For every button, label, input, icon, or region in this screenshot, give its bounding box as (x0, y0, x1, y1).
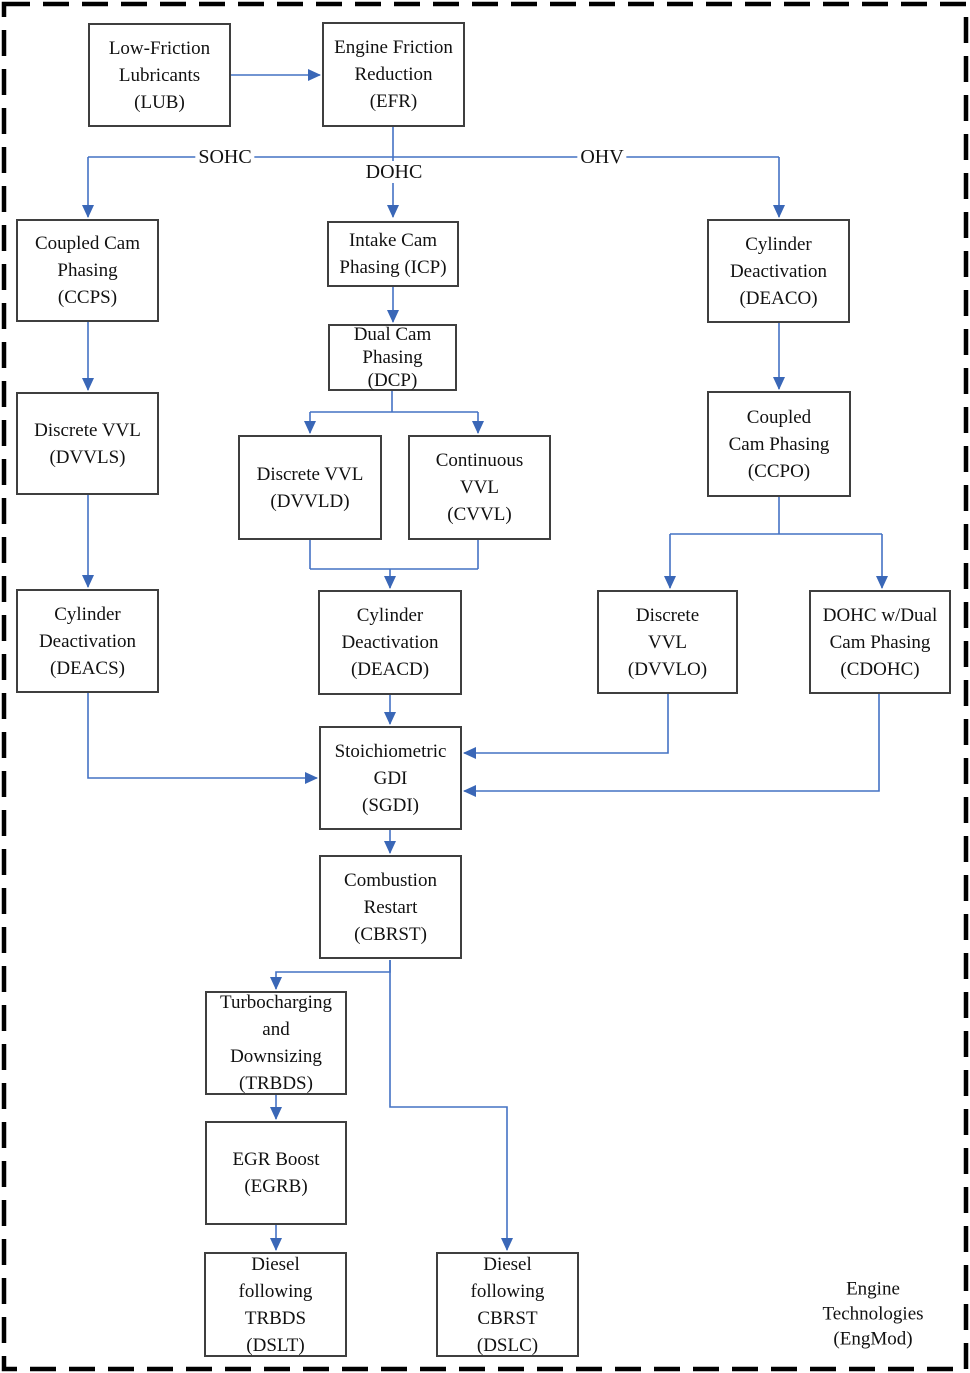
diagram-caption: Engine Technologies (EngMod) (822, 1278, 924, 1350)
node-dslc: Diesel following CBRST (DSLC) (436, 1252, 579, 1357)
node-trbds: Turbocharging and Downsizing (TRBDS) (205, 991, 347, 1095)
node-icp: Intake Cam Phasing (ICP) (327, 221, 459, 287)
edge-label-ohv: OHV (577, 146, 627, 168)
node-deaco: Cylinder Deactivation (DEACO) (707, 219, 850, 323)
node-cvvl: Continuous VVL (CVVL) (408, 435, 551, 540)
node-egrb: EGR Boost (EGRB) (205, 1121, 347, 1225)
node-dcp: Dual Cam Phasing (DCP) (328, 324, 457, 391)
node-dslt: Diesel following TRBDS (DSLT) (204, 1252, 347, 1357)
node-ccps: Coupled Cam Phasing (CCPS) (16, 219, 159, 322)
node-deacd: Cylinder Deactivation (DEACD) (318, 590, 462, 695)
node-dvvlo: Discrete VVL (DVVLO) (597, 590, 738, 694)
node-sgdi: Stoichiometric GDI (SGDI) (319, 726, 462, 830)
node-cbrst: Combustion Restart (CBRST) (319, 855, 462, 959)
edge-deacs-sgdi (87, 693, 318, 784)
node-deacs: Cylinder Deactivation (DEACS) (16, 589, 159, 693)
node-efr: Engine Friction Reduction (EFR) (322, 22, 465, 127)
edge-dvvlo-sgdi (463, 694, 669, 759)
edge-cbrst-dslc (389, 960, 513, 1251)
node-dvvld: Discrete VVL (DVVLD) (238, 435, 382, 540)
edge-cbrst-trbds (270, 960, 391, 990)
edge-label-dohc: DOHC (362, 161, 426, 183)
node-ccpo: Coupled Cam Phasing (CCPO) (707, 391, 851, 497)
node-cdohc: DOHC w/Dual Cam Phasing (CDOHC) (809, 590, 951, 694)
node-lub: Low-Friction Lubricants (LUB) (88, 23, 231, 127)
node-dvvls: Discrete VVL (DVVLS) (16, 392, 159, 495)
edge-label-sohc: SOHC (195, 146, 255, 168)
edge-cdohc-sgdi (463, 694, 880, 797)
